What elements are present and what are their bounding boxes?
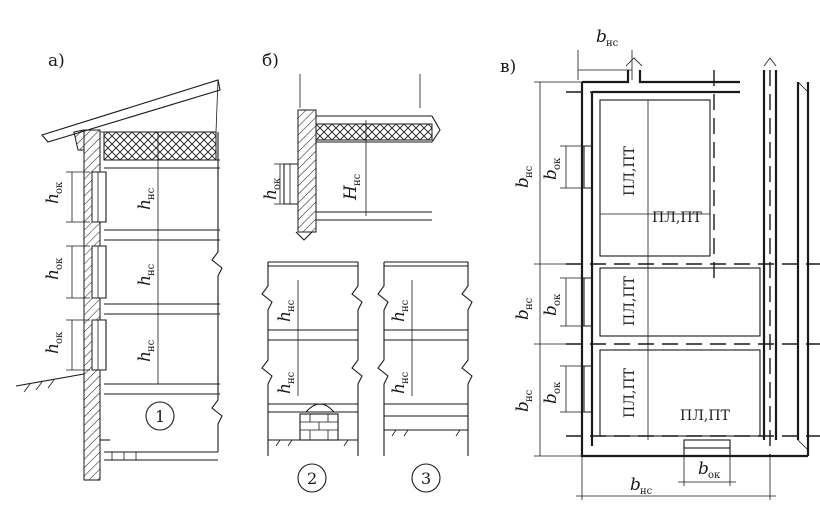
svg-text:ок: ок	[552, 293, 563, 306]
case-1-label: 1	[155, 407, 165, 426]
svg-text:ок: ок	[272, 177, 283, 190]
insulation-layer	[103, 131, 217, 161]
bottom-window	[683, 439, 731, 449]
svg-text:h: h	[43, 269, 63, 280]
svg-text:b: b	[630, 475, 641, 495]
svg-text:нс: нс	[146, 339, 157, 352]
svg-text:b: b	[541, 169, 561, 180]
case-1-marker	[145, 401, 175, 431]
dim-H-nc-b: Hнс	[341, 173, 363, 201]
svg-text:b: b	[596, 27, 607, 47]
panel-b-label: б)	[262, 51, 279, 71]
case-3-label: 3	[421, 469, 431, 488]
svg-text:ок: ок	[54, 257, 65, 270]
dim-b-nc-2: bнс	[513, 297, 535, 320]
panel-a: а)	[15, 51, 223, 481]
svg-text:b: b	[513, 401, 533, 412]
dim-h-nc-b2-1: hнс	[275, 299, 297, 322]
panel-a-label: а)	[48, 51, 65, 71]
dim-b-nc-3: bнс	[513, 389, 535, 412]
dim-h-nc-b3-1: hнс	[389, 299, 411, 322]
dim-h-nc-3: hнс	[135, 339, 157, 362]
svg-text:нс: нс	[286, 299, 297, 312]
room-label-3: ПЛ,ПТ	[622, 367, 638, 418]
cornice	[73, 129, 85, 151]
svg-text:h: h	[275, 311, 295, 322]
dim-h-ok-2: hок	[43, 257, 65, 280]
svg-text:нс: нс	[400, 299, 411, 312]
svg-text:b: b	[513, 309, 533, 320]
dim-b-ok-2: bок	[541, 293, 563, 316]
room-2	[599, 267, 761, 337]
case-3-marker	[411, 463, 441, 493]
dim-h-nc-b2-2: hнс	[275, 371, 297, 394]
case-2-label: 2	[307, 469, 317, 488]
room-1	[599, 99, 711, 257]
svg-text:b: b	[513, 177, 533, 188]
svg-text:h: h	[43, 193, 63, 204]
dim-h-nc-b3-2: hнс	[389, 371, 411, 394]
svg-text:b: b	[541, 393, 561, 404]
svg-text:нс: нс	[606, 38, 619, 49]
svg-text:h: h	[43, 343, 63, 354]
svg-text:h: h	[135, 351, 155, 362]
dim-h-ok-1: hок	[43, 181, 65, 204]
room-label-2: ПЛ,ПТ	[622, 275, 638, 326]
panel-c-label: в)	[500, 57, 516, 77]
svg-text:ок: ок	[54, 331, 65, 344]
wall-section-b	[297, 109, 317, 233]
svg-text:нс: нс	[146, 187, 157, 200]
case-2-marker	[297, 463, 327, 493]
room-label-1: ПЛ,ПТ	[622, 145, 638, 196]
svg-text:h: h	[275, 383, 295, 394]
svg-text:b: b	[698, 459, 709, 479]
svg-text:нс: нс	[524, 297, 535, 310]
svg-text:нс: нс	[146, 263, 157, 276]
svg-text:нс: нс	[352, 173, 363, 186]
svg-text:ок: ок	[54, 181, 65, 194]
svg-text:нс: нс	[524, 389, 535, 402]
room-label-3b: ПЛ,ПТ	[680, 408, 731, 424]
roof-insulation-b	[315, 123, 433, 141]
dim-h-nc-2: hнс	[135, 263, 157, 286]
dim-b-nc-1: bнс	[513, 165, 535, 188]
svg-text:b: b	[541, 305, 561, 316]
svg-text:h: h	[389, 383, 409, 394]
svg-text:нс: нс	[524, 165, 535, 178]
svg-text:H: H	[341, 184, 361, 201]
svg-text:h: h	[261, 189, 281, 200]
svg-text:h: h	[389, 311, 409, 322]
svg-text:нс: нс	[286, 371, 297, 384]
svg-text:h: h	[135, 199, 155, 210]
dim-h-ok-3: hок	[43, 331, 65, 354]
room-label-1b: ПЛ,ПТ	[652, 210, 703, 226]
dim-b-ok-3: bок	[541, 381, 563, 404]
svg-text:ок: ок	[708, 470, 721, 481]
room-3	[599, 349, 761, 437]
panel-b: б) hок Hнс hнс hнс	[261, 51, 473, 493]
dim-h-ok-b: hок	[261, 177, 283, 200]
svg-text:ок: ок	[552, 157, 563, 170]
svg-text:ок: ок	[552, 381, 563, 394]
svg-text:нс: нс	[400, 371, 411, 384]
dim-b-ok-1: bок	[541, 157, 563, 180]
dim-h-nc-1: hнс	[135, 187, 157, 210]
svg-text:h: h	[135, 275, 155, 286]
svg-text:нс: нс	[640, 486, 653, 497]
